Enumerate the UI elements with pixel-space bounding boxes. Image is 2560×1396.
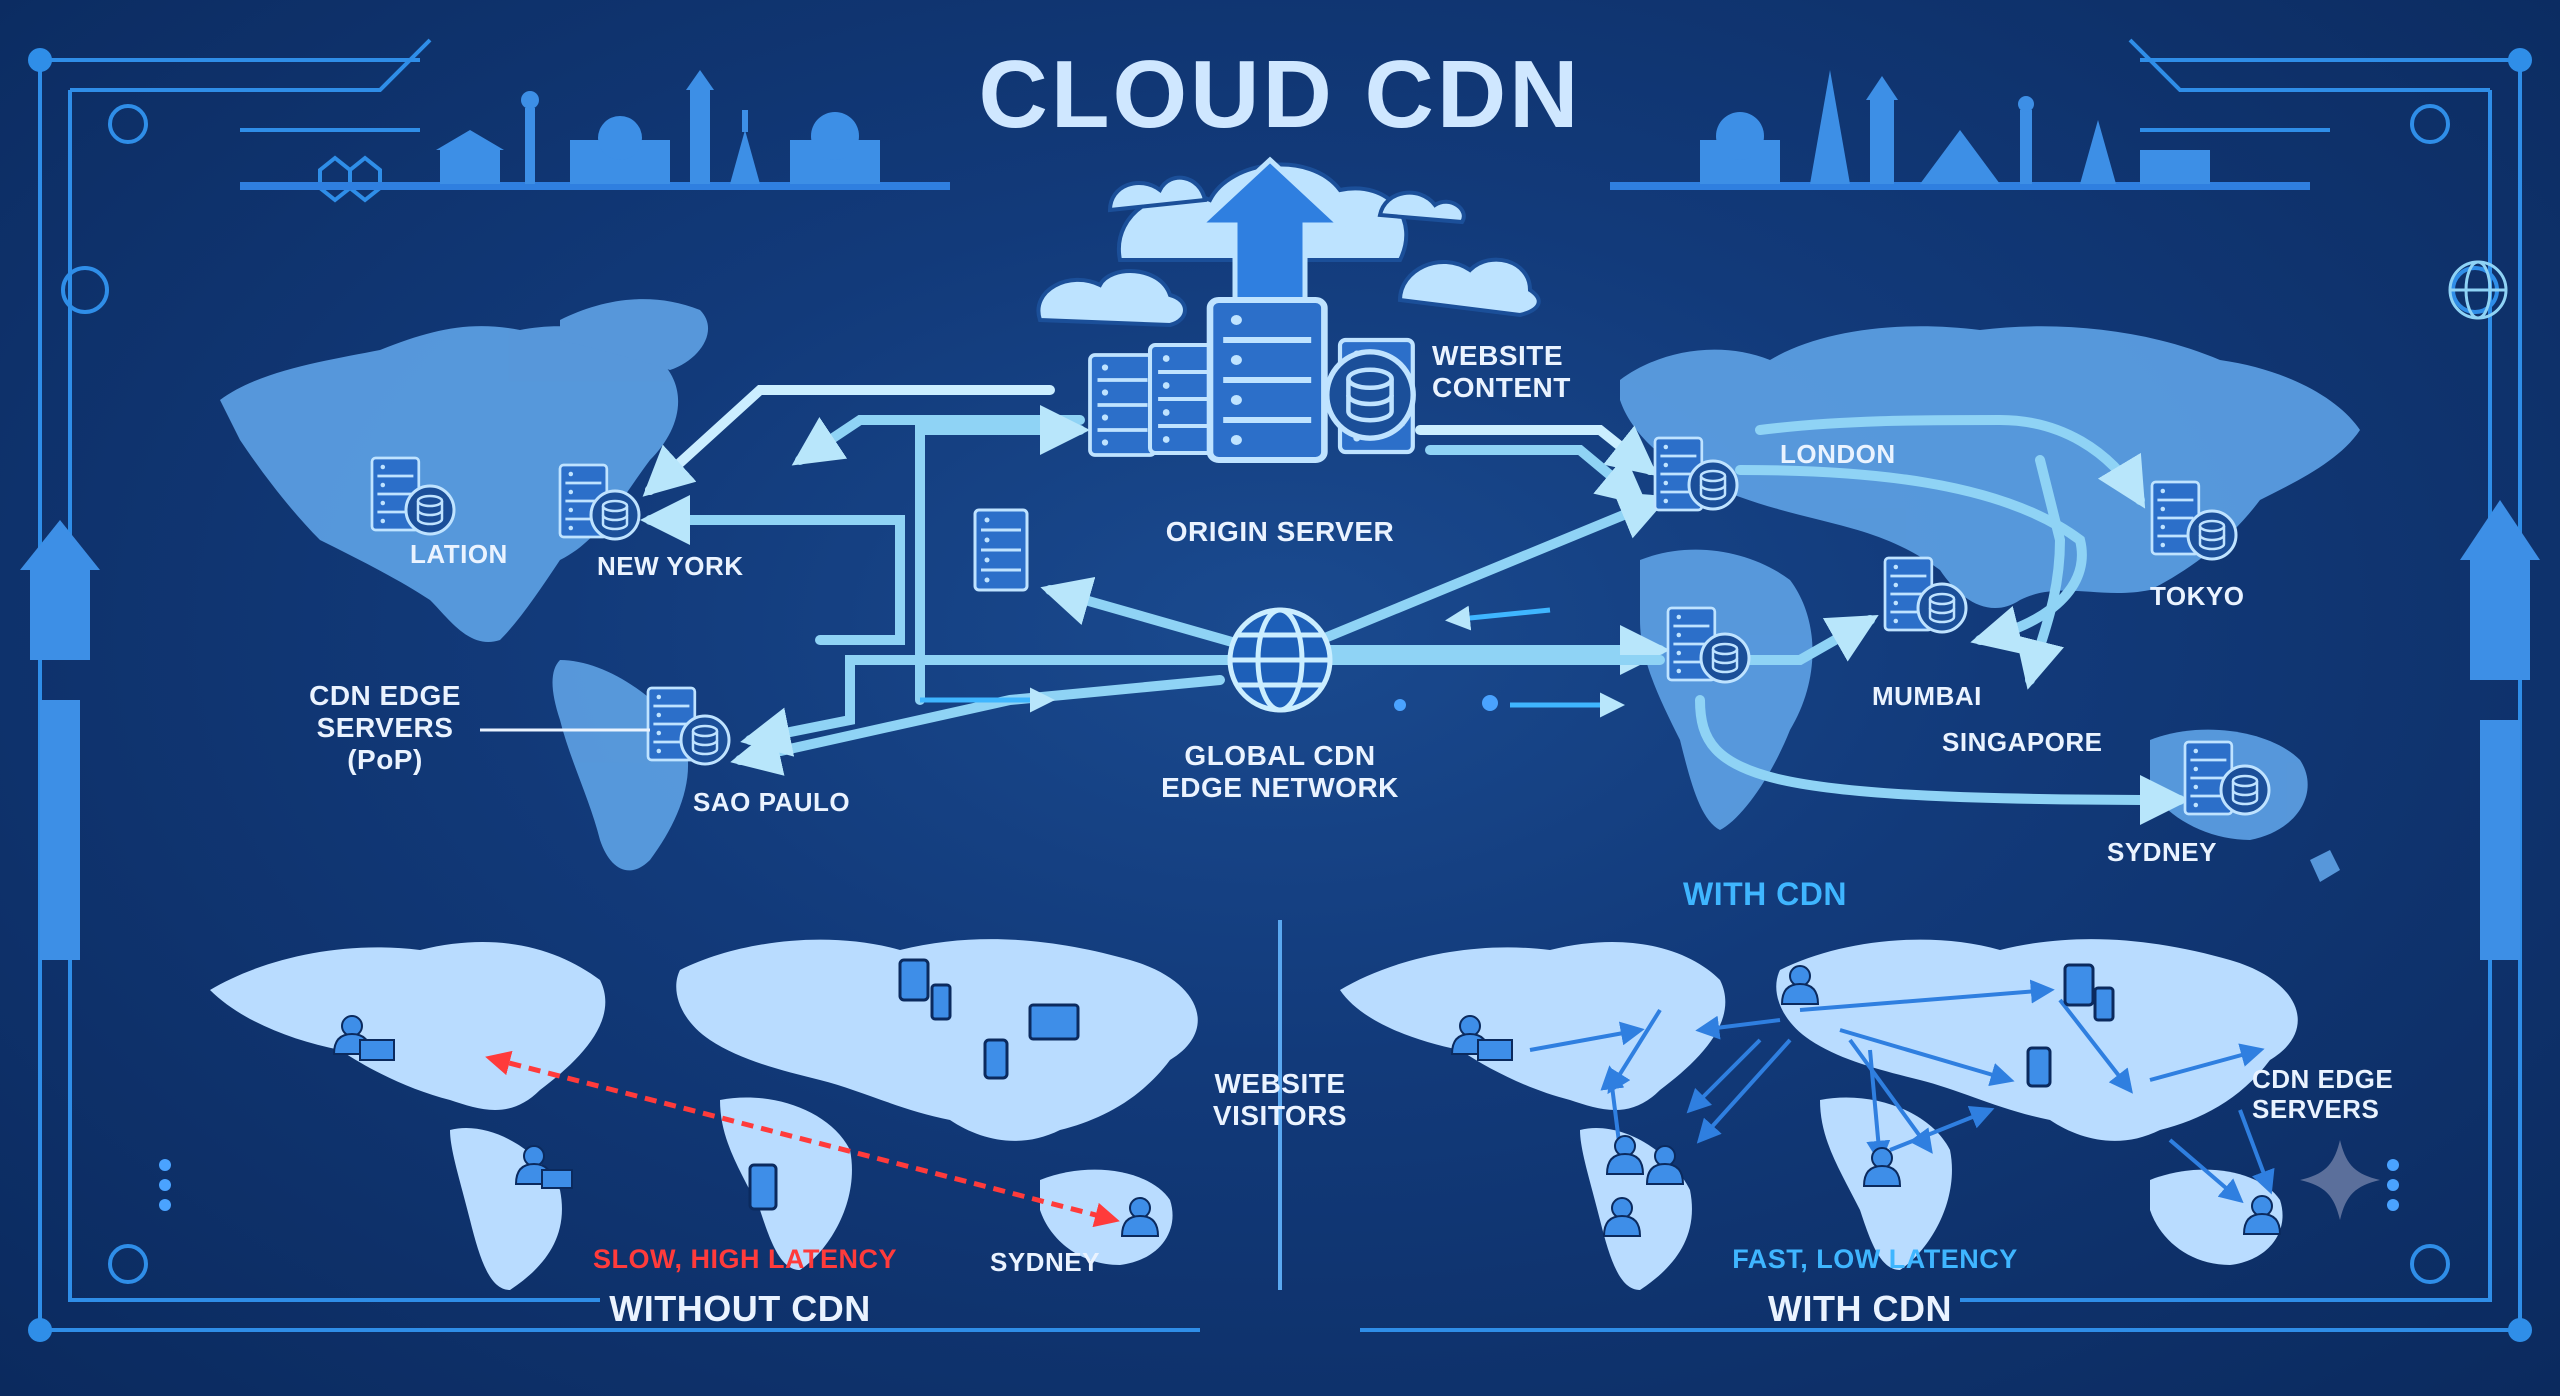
location-sydney-bottom: SYDNEY [990,1247,1100,1277]
sparkle-icon [2300,1140,2380,1220]
location-sydney: SYDNEY [2107,837,2217,867]
phone-icon [983,1038,1009,1080]
edge-server-mid [973,508,1029,592]
tablet-icon [2063,963,2095,1007]
latency-path [485,1050,1120,1228]
location-london: LONDON [1780,439,1896,469]
label-with-cdn-top: WITH CDN [1683,876,1847,912]
phone-icon [748,1163,778,1211]
label-cdn-edge-servers: CDN EDGE SERVERS [2252,1064,2394,1124]
globe-icon [1227,607,1333,713]
panel-without-caption: SLOW, HIGH LATENCY [593,1244,897,1274]
location-la: LATION [410,539,508,569]
panel-with-title: WITH CDN [1768,1288,1952,1329]
location-mumbai: MUMBAI [1872,681,1982,711]
page-title: CLOUD CDN [978,41,1582,148]
location-tokyo: TOKYO [2150,581,2245,611]
globe-icon-side [2448,260,2508,320]
location-sao-paulo: SAO PAULO [693,787,851,817]
cdn-user-links [1529,979,2275,1204]
world-map-with-cdn [1340,939,2298,1290]
edge-server-sao-paulo [646,686,731,766]
phone-icon [930,983,952,1021]
landmark-skyline-icon [20,70,2540,960]
phone-icon [2026,1046,2052,1088]
direction-arrows-small [920,605,1625,718]
panel-with-caption: FAST, LOW LATENCY [1732,1244,2018,1274]
label-website-visitors: WEBSITE VISITORS [1212,1068,1348,1132]
label-origin-server: ORIGIN SERVER [1165,516,1395,547]
panel-without-title: WITHOUT CDN [609,1288,871,1329]
network-connection-lines [640,385,2190,825]
label-cdn-edge-servers-pop: CDN EDGE SERVERS (PoP) [309,680,461,776]
location-new-york: NEW YORK [597,551,744,581]
label-global-cdn: GLOBAL CDN EDGE NETWORK [1161,740,1399,804]
user-icon-group-with [1451,963,2281,1237]
decorative-dots [159,695,2399,1211]
location-singapore: SINGAPORE [1942,727,2103,757]
phone-icon [2093,986,2115,1022]
tablet-icon [898,958,930,1002]
monitor-icon [1028,1003,1080,1041]
label-website-content: WEBSITE CONTENT [1432,340,1571,404]
